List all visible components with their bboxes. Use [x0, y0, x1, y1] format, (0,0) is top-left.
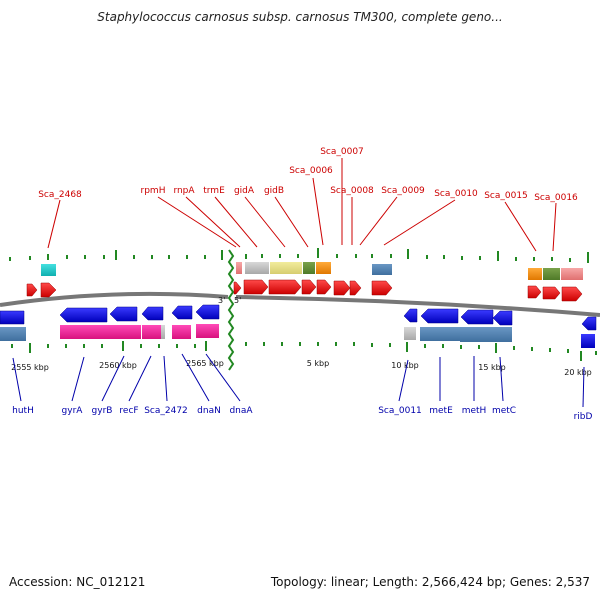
forward-gene-arrow: [316, 279, 332, 295]
bottom-labels: hutH gyrA gyrB recF Sca_2472 dnaN dnaA S…: [12, 406, 592, 422]
feature-block: [60, 325, 108, 339]
genome-summary-text: Topology: linear; Length: 2,566,424 bp; …: [270, 575, 590, 589]
feature-block: [460, 327, 512, 342]
top-labels: Sca_2468 rpmH rnpA trmE gidA gidB Sca_00…: [38, 147, 578, 203]
gene-label: Sca_2468: [38, 190, 82, 200]
gene-label: trmE: [203, 186, 225, 196]
strand-line-left: [0, 291, 229, 307]
forward-gene-arrow: [40, 282, 57, 298]
gene-label: Sca_0011: [378, 406, 422, 416]
scale-tick-label: 2555 kbp: [11, 363, 49, 372]
feature-block: [528, 268, 542, 280]
genome-map: 3' 5': [0, 147, 600, 422]
gene-label: rpmH: [141, 186, 166, 196]
forward-gene-arrow: [349, 280, 362, 296]
forward-gene-arrow: [26, 283, 38, 297]
lower-feature-track: [0, 324, 595, 348]
reverse-gene-arrow: [171, 305, 193, 320]
feature-block: [543, 268, 560, 280]
reverse-gene-arrow: [420, 308, 459, 324]
gene-label: Sca_0009: [381, 186, 425, 196]
feature-block: [41, 264, 56, 276]
scale-tick-label: 15 kbp: [478, 363, 506, 372]
gene-label: Sca_0010: [434, 189, 478, 199]
gene-label: Sca_2472: [144, 406, 188, 416]
accession-text: Accession: NC_012121: [9, 575, 146, 589]
gene-label: Sca_0007: [320, 147, 364, 157]
forward-gene-arrow: [301, 279, 317, 295]
reverse-gene-arrow: [492, 310, 513, 326]
forward-gene-arrow: [243, 279, 269, 295]
origin-right-end: 5': [234, 296, 241, 305]
reverse-gene-arrow: [460, 309, 494, 325]
feature-block: [561, 268, 583, 280]
gene-label: Sca_0016: [534, 193, 578, 203]
gene-label: Sca_0015: [484, 191, 528, 201]
reverse-gene-arrow: [141, 306, 164, 321]
reverse-gene-arrow: [0, 310, 25, 325]
feature-block: [316, 262, 331, 274]
scale-tick-label: 5 kbp: [307, 359, 329, 368]
top-tick-row: [9, 248, 589, 263]
reverse-gene-arrow: [109, 306, 138, 322]
bottom-tick-row: [11, 341, 597, 361]
feature-block: [581, 334, 595, 348]
reverse-gene-arrow: [195, 304, 220, 320]
feature-block: [142, 325, 161, 339]
gene-label: gyrB: [92, 406, 113, 416]
feature-block: [303, 262, 315, 274]
forward-gene-arrow: [233, 281, 242, 295]
reverse-gene-track: [0, 304, 597, 331]
forward-gene-track: [26, 279, 583, 302]
gene-label: ribD: [574, 412, 593, 422]
forward-gene-arrow: [371, 280, 393, 296]
forward-gene-arrow: [268, 279, 302, 295]
gene-label: metH: [462, 406, 487, 416]
feature-block: [0, 327, 26, 341]
scale-tick-label: 2560 kbp: [99, 361, 137, 370]
forward-gene-arrow: [333, 280, 351, 296]
gene-label: Sca_0008: [330, 186, 374, 196]
reverse-gene-arrow: [59, 307, 108, 323]
gene-label: metE: [429, 406, 453, 416]
forward-gene-arrow: [561, 286, 583, 302]
gene-label: metC: [492, 406, 516, 416]
gene-label: gidB: [264, 186, 284, 196]
scale-labels: 2555 kbp 2560 kbp 2565 kbp 5 kbp 10 kbp …: [11, 359, 592, 377]
gene-label: hutH: [12, 406, 34, 416]
feature-block: [161, 325, 165, 339]
feature-block: [245, 262, 269, 274]
gene-label: Sca_0006: [289, 166, 333, 176]
feature-block: [236, 262, 242, 274]
bottom-label-leaders: [12, 353, 585, 408]
gene-label: dnaN: [197, 406, 221, 416]
feature-block: [270, 262, 302, 274]
forward-gene-arrow: [527, 285, 542, 299]
feature-block: [108, 325, 141, 339]
gene-label: dnaA: [229, 406, 253, 416]
origin-break-line: [227, 249, 235, 371]
gene-label: gidA: [234, 186, 255, 196]
feature-block: [172, 325, 191, 339]
feature-block: [196, 324, 219, 338]
gene-label: rnpA: [173, 186, 195, 196]
top-label-leaders: [47, 158, 557, 252]
feature-block: [372, 264, 392, 275]
origin-left-end: 3': [218, 296, 225, 305]
reverse-gene-arrow: [581, 316, 597, 331]
genome-title: Staphylococcus carnosus subsp. carnosus …: [97, 10, 503, 24]
strand-line-right: [235, 295, 600, 317]
scale-tick-label: 20 kbp: [564, 368, 592, 377]
gene-label: recF: [119, 406, 138, 416]
reverse-gene-arrow: [403, 308, 418, 323]
feature-block: [420, 327, 460, 341]
scale-tick-label: 10 kbp: [391, 361, 419, 370]
forward-gene-arrow: [542, 286, 561, 300]
gene-label: gyrA: [62, 406, 84, 416]
upper-feature-track: [41, 262, 583, 280]
feature-block: [404, 327, 416, 340]
scale-tick-label: 2565 kbp: [186, 359, 224, 368]
